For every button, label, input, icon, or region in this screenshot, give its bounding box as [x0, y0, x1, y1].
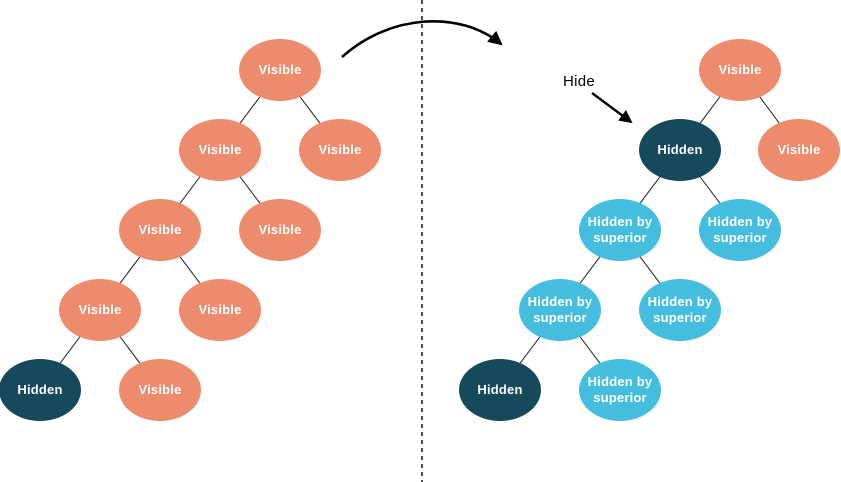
tree-edge	[99, 229, 161, 311]
hide-annotation-arrow	[591, 92, 633, 124]
tree-edge	[619, 229, 681, 311]
tree-edge	[219, 69, 281, 151]
transform-curved-arrow	[341, 20, 503, 58]
tree-edge	[99, 309, 161, 391]
tree-edges	[39, 0, 800, 482]
tree-edge	[159, 229, 221, 311]
tree-edge	[739, 69, 800, 151]
tree-edge	[679, 69, 741, 151]
annotation-arrows	[341, 20, 633, 124]
tree-edge	[499, 309, 561, 391]
tree-edge	[39, 309, 101, 391]
tree-edge	[159, 149, 221, 231]
tree-edge	[679, 149, 741, 231]
tree-edge	[619, 149, 681, 231]
tree-edge	[219, 149, 281, 231]
tree-edge	[279, 69, 341, 151]
tree-edge	[559, 229, 621, 311]
hide-annotation-label: Hide	[563, 73, 596, 90]
tree-edge	[559, 309, 621, 391]
